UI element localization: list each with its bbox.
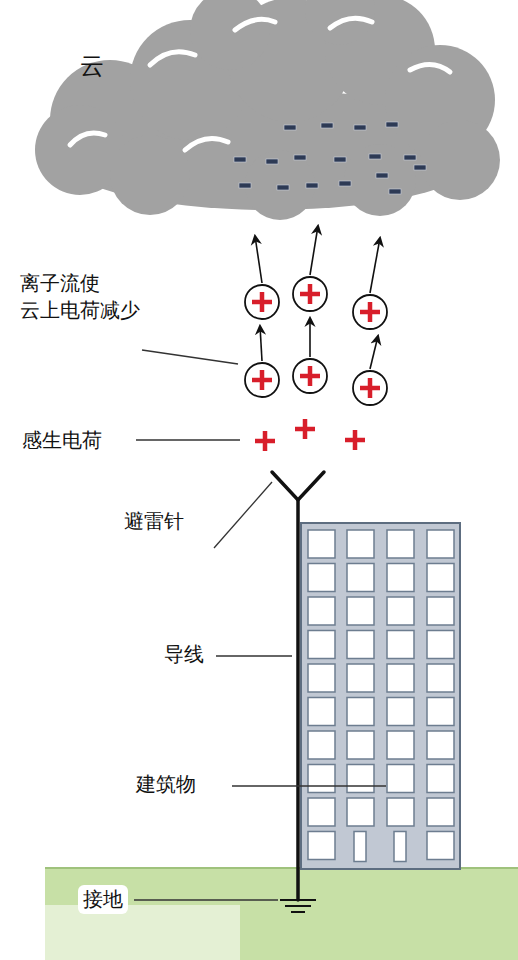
lightning-rod	[272, 472, 324, 900]
building	[301, 523, 460, 869]
cloud-label: 云	[80, 50, 104, 82]
ground	[45, 868, 518, 960]
note-label: 离子流使 云上电荷减少	[20, 270, 156, 324]
cloud-node: 云	[40, 20, 500, 210]
ion-flow	[245, 226, 387, 405]
induced-charges	[255, 419, 365, 451]
part-label: 接地	[78, 885, 128, 914]
part-label: 感生电荷	[22, 427, 102, 454]
part-label: 避雷针	[124, 508, 184, 535]
cloud-shape	[35, 0, 500, 220]
part-label: 建筑物	[136, 771, 196, 798]
ground-symbol	[280, 900, 316, 912]
leader-lines	[134, 350, 386, 900]
negative-charges	[234, 122, 426, 194]
part-label: 导线	[164, 641, 204, 668]
